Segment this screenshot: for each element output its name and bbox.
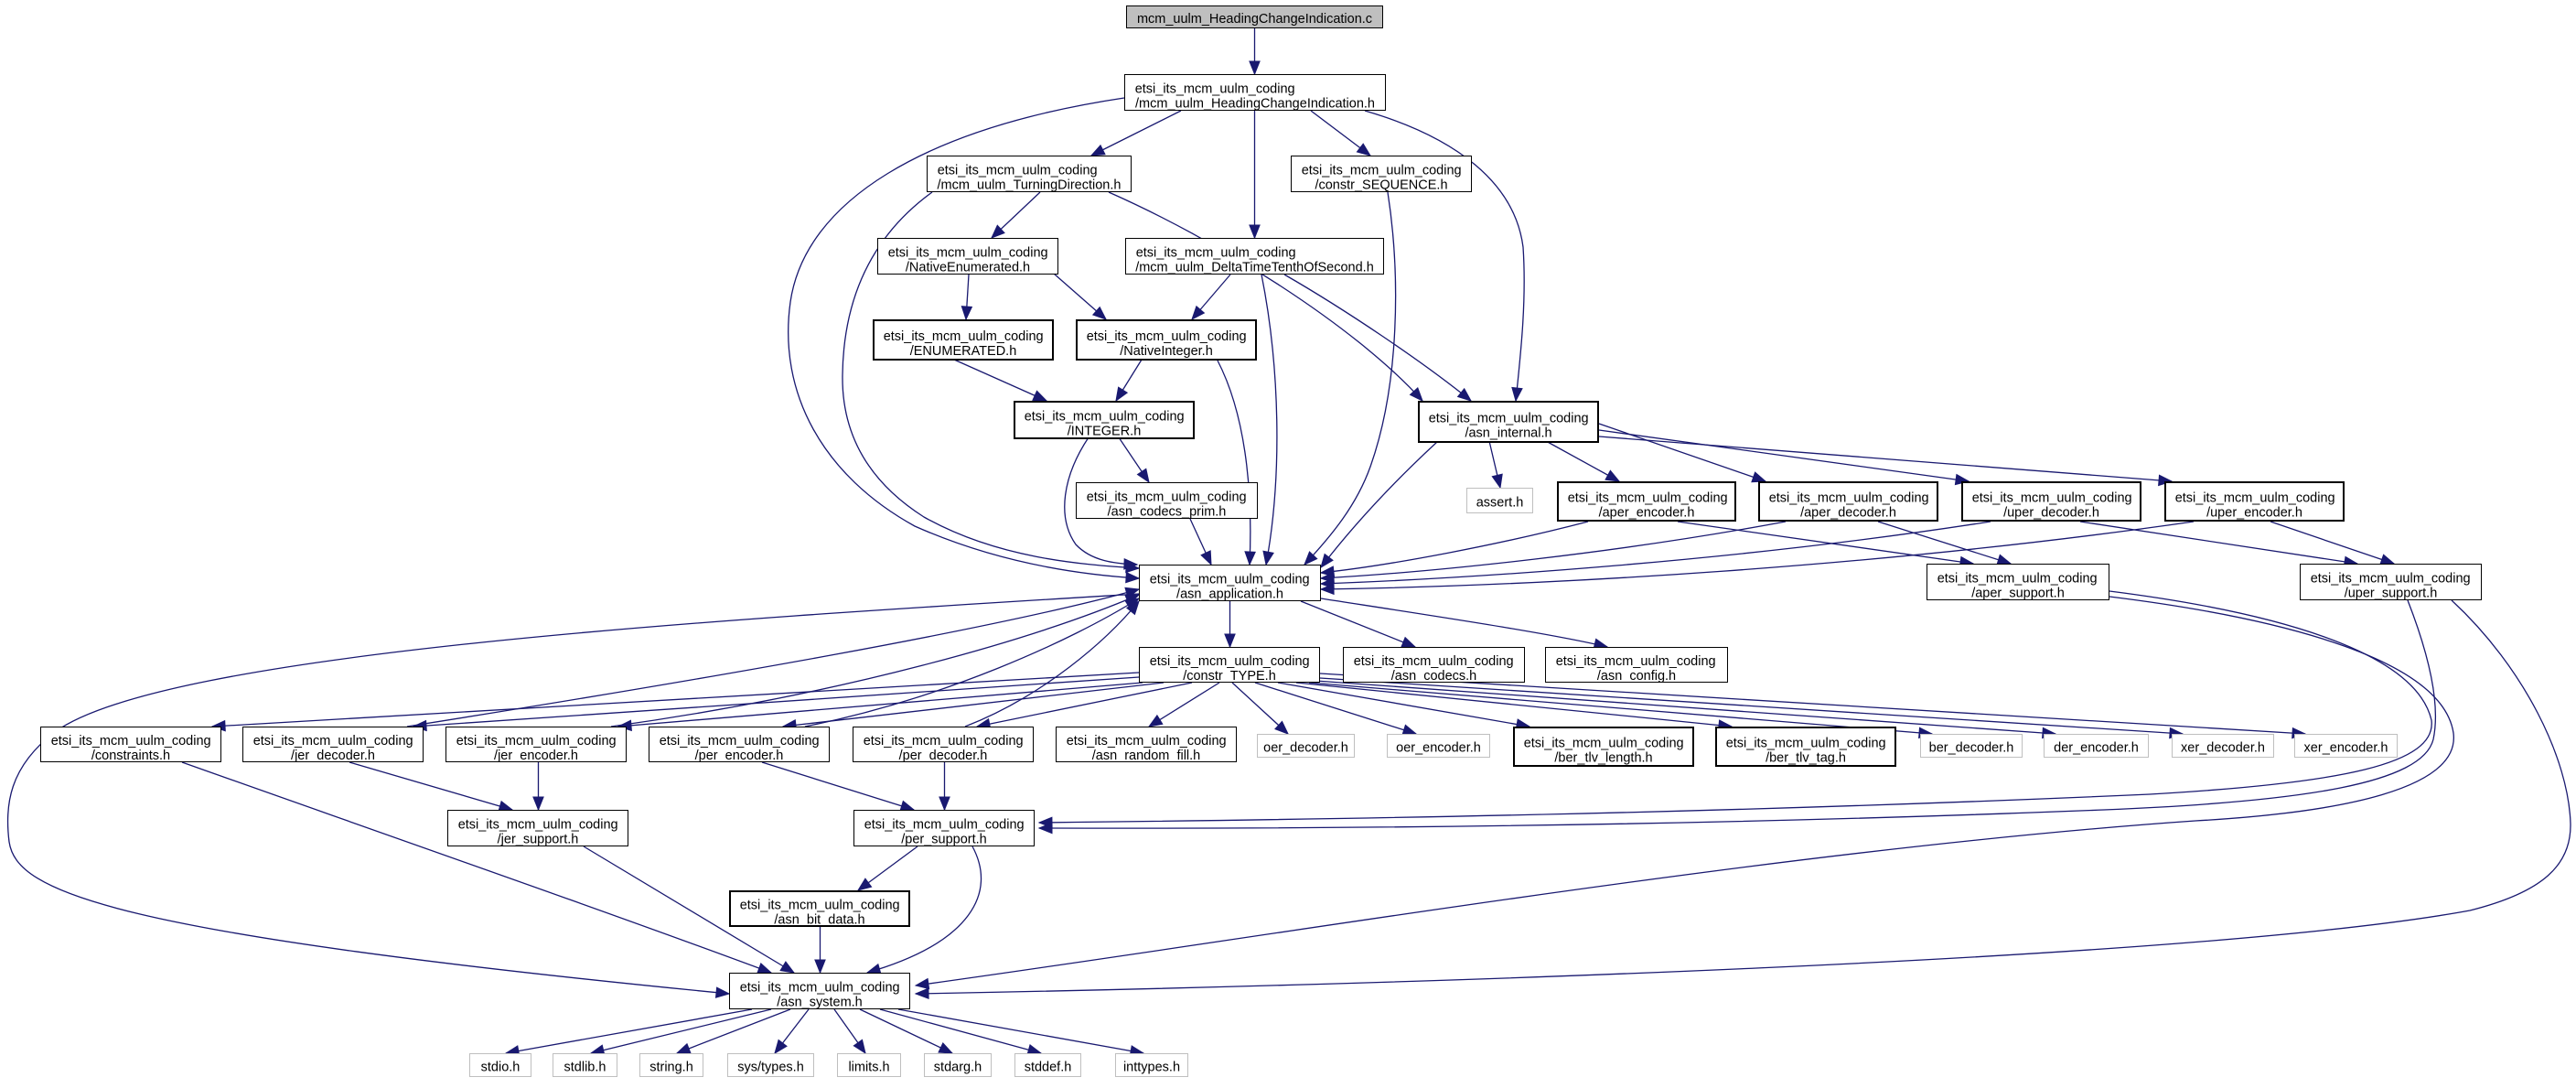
svg-text:xer_encoder.h: xer_encoder.h bbox=[2304, 740, 2388, 755]
svg-text:etsi_its_mcm_uulm_coding: etsi_its_mcm_uulm_coding bbox=[253, 734, 413, 749]
svg-text:etsi_its_mcm_uulm_coding: etsi_its_mcm_uulm_coding bbox=[2311, 571, 2471, 586]
svg-text:/asn_codecs.h: /asn_codecs.h bbox=[1391, 669, 1477, 684]
svg-text:etsi_its_mcm_uulm_coding: etsi_its_mcm_uulm_coding bbox=[1937, 571, 2098, 586]
svg-text:/aper_encoder.h: /aper_encoder.h bbox=[1599, 506, 1695, 521]
svg-text:/NativeEnumerated.h: /NativeEnumerated.h bbox=[906, 261, 1030, 275]
svg-text:etsi_its_mcm_uulm_coding: etsi_its_mcm_uulm_coding bbox=[1087, 329, 1247, 344]
svg-text:etsi_its_mcm_uulm_coding: etsi_its_mcm_uulm_coding bbox=[740, 898, 900, 912]
svg-text:/jer_decoder.h: /jer_decoder.h bbox=[291, 749, 375, 763]
svg-text:etsi_its_mcm_uulm_coding: etsi_its_mcm_uulm_coding bbox=[1556, 654, 1716, 669]
svg-text:oer_encoder.h: oer_encoder.h bbox=[1396, 740, 1481, 755]
svg-text:/asn_config.h: /asn_config.h bbox=[1597, 669, 1676, 684]
svg-text:/ENUMERATED.h: /ENUMERATED.h bbox=[910, 344, 1017, 359]
svg-text:etsi_its_mcm_uulm_coding: etsi_its_mcm_uulm_coding bbox=[1150, 572, 1310, 587]
svg-text:etsi_its_mcm_uulm_coding: etsi_its_mcm_uulm_coding bbox=[864, 734, 1024, 749]
svg-text:inttypes.h: inttypes.h bbox=[1123, 1060, 1180, 1074]
svg-text:etsi_its_mcm_uulm_coding: etsi_its_mcm_uulm_coding bbox=[1524, 736, 1684, 750]
svg-text:etsi_its_mcm_uulm_coding: etsi_its_mcm_uulm_coding bbox=[1302, 163, 1462, 178]
svg-text:string.h: string.h bbox=[649, 1060, 693, 1074]
svg-text:/mcm_uulm_DeltaTimeTenthOfSeco: /mcm_uulm_DeltaTimeTenthOfSecond.h bbox=[1135, 261, 1374, 275]
svg-text:/jer_encoder.h: /jer_encoder.h bbox=[494, 749, 578, 763]
svg-text:oer_decoder.h: oer_decoder.h bbox=[1263, 740, 1348, 755]
svg-text:/asn_application.h: /asn_application.h bbox=[1176, 587, 1283, 602]
svg-text:/asn_system.h: /asn_system.h bbox=[777, 996, 863, 1010]
svg-text:/INTEGER.h: /INTEGER.h bbox=[1068, 425, 1142, 439]
svg-text:/mcm_uulm_TurningDirection.h: /mcm_uulm_TurningDirection.h bbox=[938, 178, 1122, 193]
svg-text:/constr_SEQUENCE.h: /constr_SEQUENCE.h bbox=[1315, 178, 1447, 193]
svg-text:mcm_uulm_HeadingChangeIndicati: mcm_uulm_HeadingChangeIndication.c bbox=[1137, 12, 1372, 27]
svg-text:/jer_support.h: /jer_support.h bbox=[498, 833, 579, 847]
svg-text:etsi_its_mcm_uulm_coding: etsi_its_mcm_uulm_coding bbox=[1726, 736, 1886, 750]
svg-text:/uper_decoder.h: /uper_decoder.h bbox=[2003, 506, 2099, 521]
svg-text:/constraints.h: /constraints.h bbox=[91, 749, 170, 763]
svg-text:etsi_its_mcm_uulm_coding: etsi_its_mcm_uulm_coding bbox=[1429, 411, 1589, 426]
svg-text:etsi_its_mcm_uulm_coding: etsi_its_mcm_uulm_coding bbox=[1136, 245, 1296, 260]
svg-text:limits.h: limits.h bbox=[848, 1060, 889, 1074]
svg-text:etsi_its_mcm_uulm_coding: etsi_its_mcm_uulm_coding bbox=[458, 817, 618, 832]
svg-text:etsi_its_mcm_uulm_coding: etsi_its_mcm_uulm_coding bbox=[884, 329, 1044, 344]
svg-text:etsi_its_mcm_uulm_coding: etsi_its_mcm_uulm_coding bbox=[1972, 490, 2132, 505]
svg-text:etsi_its_mcm_uulm_coding: etsi_its_mcm_uulm_coding bbox=[660, 734, 820, 749]
svg-text:sys/types.h: sys/types.h bbox=[737, 1060, 804, 1074]
svg-text:etsi_its_mcm_uulm_coding: etsi_its_mcm_uulm_coding bbox=[888, 245, 1048, 260]
svg-text:/constr_TYPE.h: /constr_TYPE.h bbox=[1183, 669, 1276, 684]
svg-text:/uper_support.h: /uper_support.h bbox=[2345, 587, 2438, 601]
svg-text:etsi_its_mcm_uulm_coding: etsi_its_mcm_uulm_coding bbox=[1354, 654, 1514, 669]
svg-text:etsi_its_mcm_uulm_coding: etsi_its_mcm_uulm_coding bbox=[1087, 490, 1247, 504]
svg-text:/NativeInteger.h: /NativeInteger.h bbox=[1120, 344, 1213, 359]
svg-text:/aper_support.h: /aper_support.h bbox=[1971, 587, 2065, 601]
svg-text:/mcm_uulm_HeadingChangeIndicat: /mcm_uulm_HeadingChangeIndication.h bbox=[1135, 97, 1375, 112]
svg-text:/asn_codecs_prim.h: /asn_codecs_prim.h bbox=[1108, 505, 1227, 520]
svg-text:/asn_bit_data.h: /asn_bit_data.h bbox=[774, 913, 864, 928]
svg-text:etsi_its_mcm_uulm_coding: etsi_its_mcm_uulm_coding bbox=[864, 817, 1025, 832]
svg-text:stdarg.h: stdarg.h bbox=[934, 1060, 982, 1074]
svg-text:/asn_internal.h: /asn_internal.h bbox=[1465, 426, 1551, 441]
svg-text:/ber_tlv_tag.h: /ber_tlv_tag.h bbox=[1766, 751, 1846, 766]
svg-text:etsi_its_mcm_uulm_coding: etsi_its_mcm_uulm_coding bbox=[2175, 490, 2335, 505]
svg-text:/per_encoder.h: /per_encoder.h bbox=[695, 749, 784, 763]
svg-text:etsi_its_mcm_uulm_coding: etsi_its_mcm_uulm_coding bbox=[1150, 654, 1310, 669]
svg-text:/uper_encoder.h: /uper_encoder.h bbox=[2206, 506, 2302, 521]
svg-text:etsi_its_mcm_uulm_coding: etsi_its_mcm_uulm_coding bbox=[1568, 490, 1728, 505]
svg-text:etsi_its_mcm_uulm_coding: etsi_its_mcm_uulm_coding bbox=[1067, 734, 1227, 749]
svg-text:stdlib.h: stdlib.h bbox=[564, 1060, 606, 1074]
svg-text:etsi_its_mcm_uulm_coding: etsi_its_mcm_uulm_coding bbox=[938, 163, 1098, 178]
svg-text:ber_decoder.h: ber_decoder.h bbox=[1929, 740, 2014, 755]
svg-text:etsi_its_mcm_uulm_coding: etsi_its_mcm_uulm_coding bbox=[740, 980, 900, 995]
svg-text:etsi_its_mcm_uulm_coding: etsi_its_mcm_uulm_coding bbox=[456, 734, 617, 749]
svg-text:/per_support.h: /per_support.h bbox=[901, 833, 987, 847]
svg-text:stdio.h: stdio.h bbox=[481, 1060, 521, 1074]
svg-text:xer_decoder.h: xer_decoder.h bbox=[2181, 740, 2265, 755]
svg-text:etsi_its_mcm_uulm_coding: etsi_its_mcm_uulm_coding bbox=[1769, 490, 1929, 505]
svg-text:/asn_random_fill.h: /asn_random_fill.h bbox=[1092, 749, 1201, 763]
svg-text:/per_decoder.h: /per_decoder.h bbox=[899, 749, 988, 763]
svg-text:etsi_its_mcm_uulm_coding: etsi_its_mcm_uulm_coding bbox=[1135, 81, 1295, 96]
svg-text:/aper_decoder.h: /aper_decoder.h bbox=[1800, 506, 1896, 521]
svg-text:stddef.h: stddef.h bbox=[1025, 1060, 1072, 1074]
svg-text:assert.h: assert.h bbox=[1476, 495, 1524, 510]
svg-text:etsi_its_mcm_uulm_coding: etsi_its_mcm_uulm_coding bbox=[51, 734, 211, 749]
svg-text:der_encoder.h: der_encoder.h bbox=[2054, 740, 2139, 755]
svg-text:/ber_tlv_length.h: /ber_tlv_length.h bbox=[1554, 751, 1652, 766]
svg-text:etsi_its_mcm_uulm_coding: etsi_its_mcm_uulm_coding bbox=[1025, 409, 1185, 424]
